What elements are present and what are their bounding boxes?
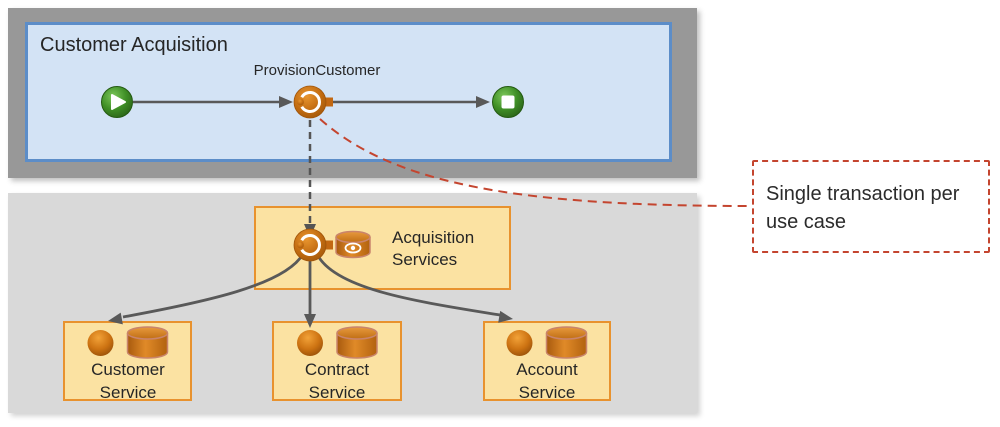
pool-title: Customer Acquisition [40,34,228,56]
account-service-label: Account Service [516,360,578,402]
callout-box [752,160,990,253]
acquisition-services-label: Acquisition Services [392,228,475,269]
contract-service-label: Contract Service [304,360,370,402]
callout-text: Single transaction per use case [766,183,960,233]
task-label: ProvisionCustomer [253,62,381,79]
customer-service-label: Customer Service [91,360,165,402]
